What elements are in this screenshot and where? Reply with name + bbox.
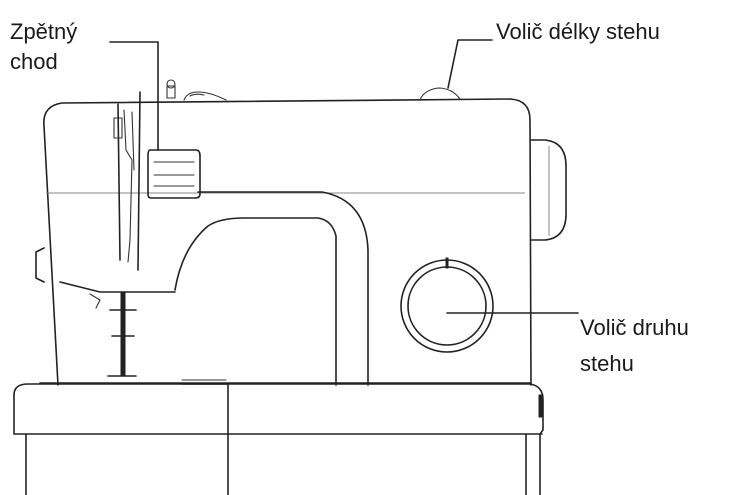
needle-area bbox=[89, 91, 141, 377]
label-reverse-line1: Zpětný bbox=[10, 19, 78, 44]
leader-stitch-length bbox=[447, 39, 493, 89]
label-stitch-type-line2: stehu bbox=[580, 351, 634, 376]
stitch-type-dial bbox=[400, 257, 494, 353]
machine-body bbox=[35, 98, 532, 386]
label-stitch-type-line1: Volič druhu bbox=[580, 315, 689, 340]
reverse-lever bbox=[147, 149, 201, 199]
handwheel bbox=[530, 139, 567, 241]
label-reverse-line2: chod bbox=[10, 49, 58, 74]
leader-lines bbox=[109, 39, 579, 314]
machine-base bbox=[13, 379, 544, 495]
top-controls bbox=[166, 79, 461, 101]
leader-reverse bbox=[109, 41, 159, 151]
label-stitch-length: Volič délky stehu bbox=[496, 19, 660, 44]
